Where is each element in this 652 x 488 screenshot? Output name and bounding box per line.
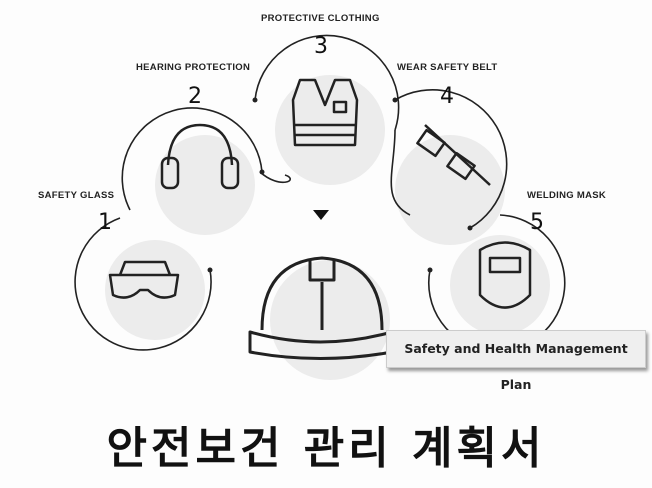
label-wear-safety-belt: WEAR SAFETY BELT <box>397 62 498 73</box>
page-title: 안전보건 관리 계획서 <box>106 423 546 474</box>
label-hearing-protection: HEARING PROTECTION <box>136 62 251 73</box>
number-3: 3 <box>314 34 328 59</box>
number-4: 4 <box>440 84 454 109</box>
label-safety-glass: SAFETY GLASS <box>38 190 115 201</box>
label-welding-mask: WELDING MASK <box>527 190 607 201</box>
connecting-circles <box>74 34 566 352</box>
connector-dots <box>207 97 473 273</box>
welding-mask-icon <box>478 241 532 309</box>
safety-belt-icon <box>416 124 491 186</box>
label-protective-clothing: PROTECTIVE CLOTHING <box>261 13 380 24</box>
plan-label-box: Safety and Health Management Plan <box>386 330 646 392</box>
number-5: 5 <box>530 210 544 235</box>
number-2: 2 <box>188 84 202 109</box>
safety-glasses-icon <box>108 260 180 299</box>
vest-icon <box>291 78 359 147</box>
background-blobs <box>105 75 550 380</box>
number-1: 1 <box>98 210 112 235</box>
down-arrow-icon <box>313 210 329 220</box>
earmuffs-icon <box>160 123 240 190</box>
